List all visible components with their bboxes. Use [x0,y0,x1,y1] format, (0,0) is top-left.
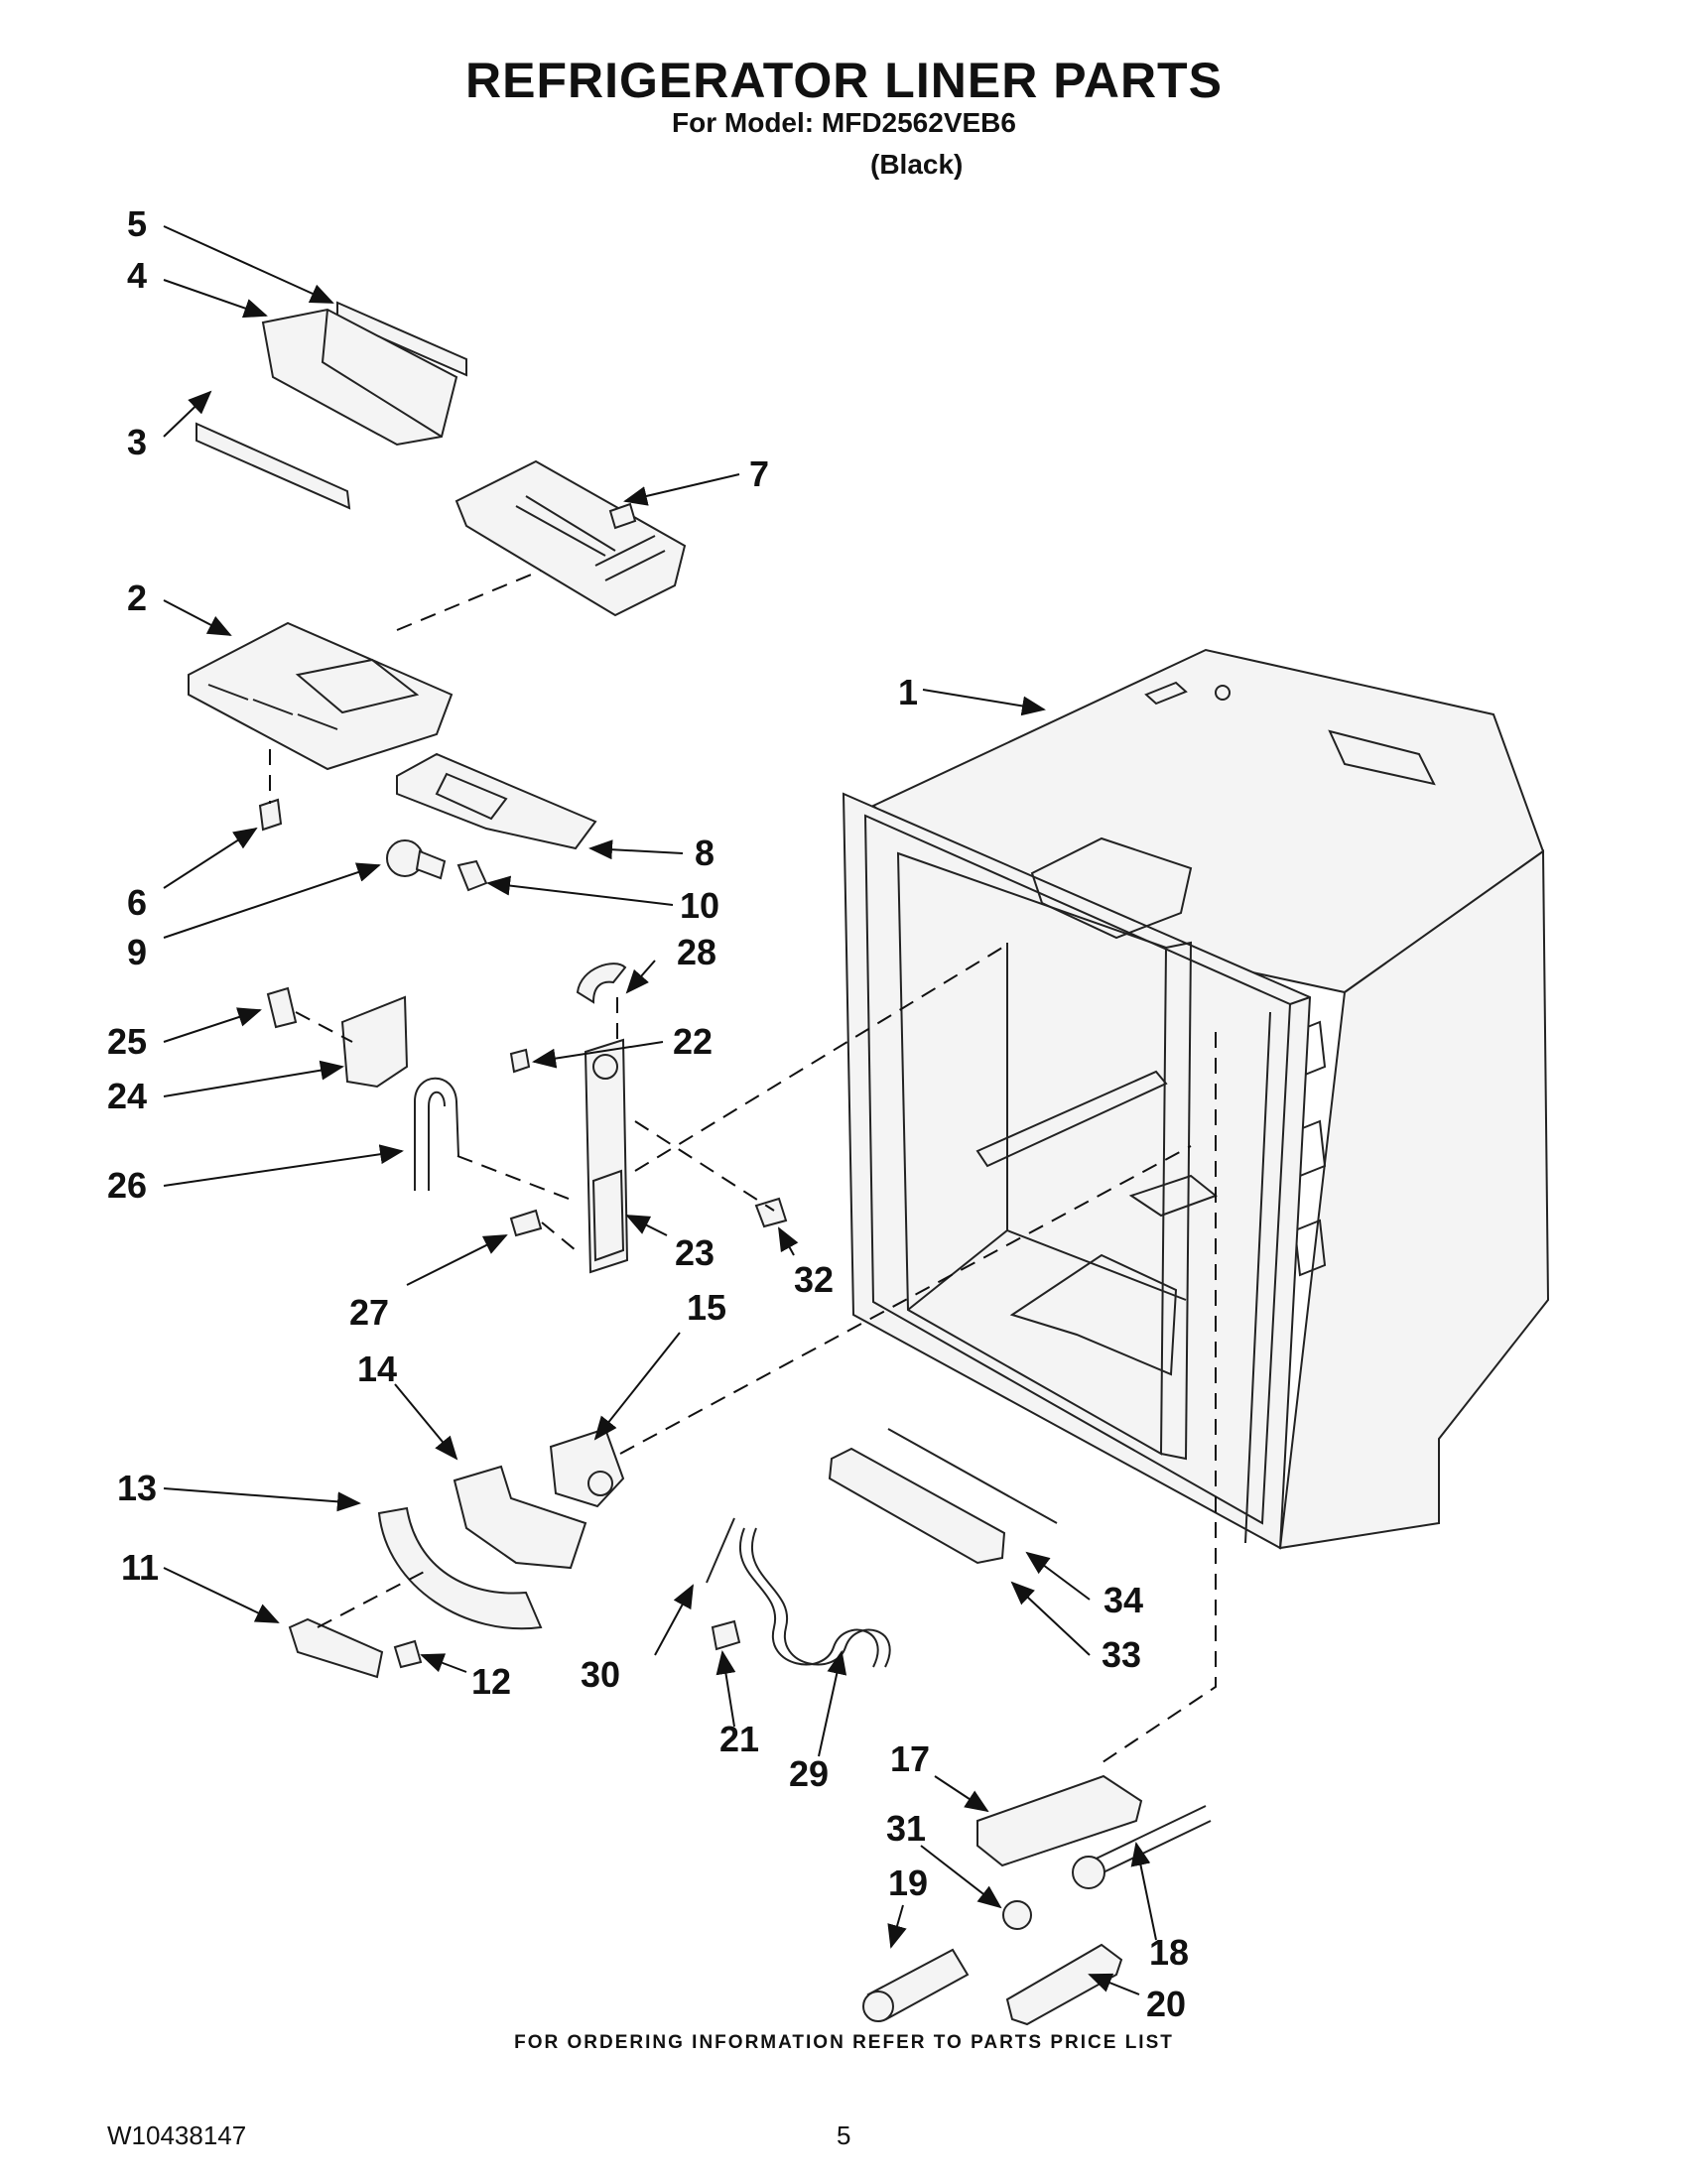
callout-25: 25 [107,1021,147,1062]
callout-28: 28 [677,932,716,972]
callout-34: 34 [1104,1580,1143,1620]
callout-24: 24 [107,1076,147,1116]
callout-19: 19 [888,1863,928,1903]
callout-1: 1 [898,672,918,712]
callout-30: 30 [581,1654,620,1695]
part-4-control-housing [261,308,458,447]
callout-27: 27 [349,1292,389,1333]
callout-22: 22 [673,1021,713,1062]
part-10-socket [456,859,488,892]
part-17-filter-housing [976,1774,1143,1867]
callout-26: 26 [107,1165,147,1206]
callout-33: 33 [1102,1634,1141,1675]
callout-23: 23 [675,1232,714,1273]
part-33-channel [828,1447,1006,1565]
part-7-diffuser [454,459,687,617]
part-30-tube [706,1517,735,1584]
document-number: W10438147 [107,2120,247,2150]
part-28-gasket [576,963,627,1004]
part-23-dispenser-housing [584,1038,629,1274]
part-25-valve [266,986,298,1029]
page-number: 5 [837,2120,851,2150]
part-12-screw [393,1639,423,1669]
page-title: REFRIGERATOR LINER PARTS [465,53,1223,108]
part-31-cap [1002,1900,1032,1930]
part-26-water-tube [414,1077,459,1191]
part-3-trim [195,422,351,510]
callout-labels: 1 2 3 4 5 6 7 8 9 10 11 12 13 14 15 17 1… [107,203,1189,2024]
callout-13: 13 [117,1468,157,1508]
part-22-clip [509,1048,531,1074]
color-note: (Black) [870,149,964,180]
model-number: For Model: MFD2562VEB6 [672,107,1016,138]
callout-5: 5 [127,203,147,244]
callout-15: 15 [687,1287,726,1328]
part-6-switch [258,798,283,832]
callout-21: 21 [719,1719,759,1759]
callout-3: 3 [127,422,147,462]
part-13-bezel [377,1506,543,1630]
callout-8: 8 [695,833,714,873]
part-32-screw [754,1197,788,1228]
callout-7: 7 [749,453,769,494]
callout-31: 31 [886,1808,926,1849]
assembly-lines [269,570,1217,1767]
part-21-screw [711,1619,741,1651]
part-1-liner [842,648,1550,1550]
callout-10: 10 [680,885,719,926]
part-29-coil [738,1527,891,1668]
callout-11: 11 [121,1547,159,1588]
callout-9: 9 [127,932,147,972]
part-15-actuator [549,1427,625,1508]
ordering-note: FOR ORDERING INFORMATION REFER TO PARTS … [514,2032,1174,2053]
part-27-clip [509,1209,543,1237]
part-34-rod [887,1428,1058,1524]
callout-4: 4 [127,255,147,296]
callout-29: 29 [789,1753,829,1794]
callout-32: 32 [794,1259,834,1300]
callout-14: 14 [357,1349,397,1389]
callout-18: 18 [1149,1932,1189,1973]
callout-6: 6 [127,882,147,923]
part-14-paddle [453,1465,587,1570]
callout-20: 20 [1146,1984,1186,2024]
callout-17: 17 [890,1738,930,1779]
part-11-drip-tray [288,1617,384,1679]
part-24-bracket [340,995,409,1089]
callout-2: 2 [127,578,147,618]
callout-12: 12 [471,1661,511,1702]
part-8-light-housing [396,752,597,850]
part-2-cover [188,621,454,771]
part-20-filter-cover [1005,1943,1123,2026]
leader-arrows [163,225,1157,1995]
part-9-bulb [386,839,447,880]
part-5-bracket [336,301,467,377]
